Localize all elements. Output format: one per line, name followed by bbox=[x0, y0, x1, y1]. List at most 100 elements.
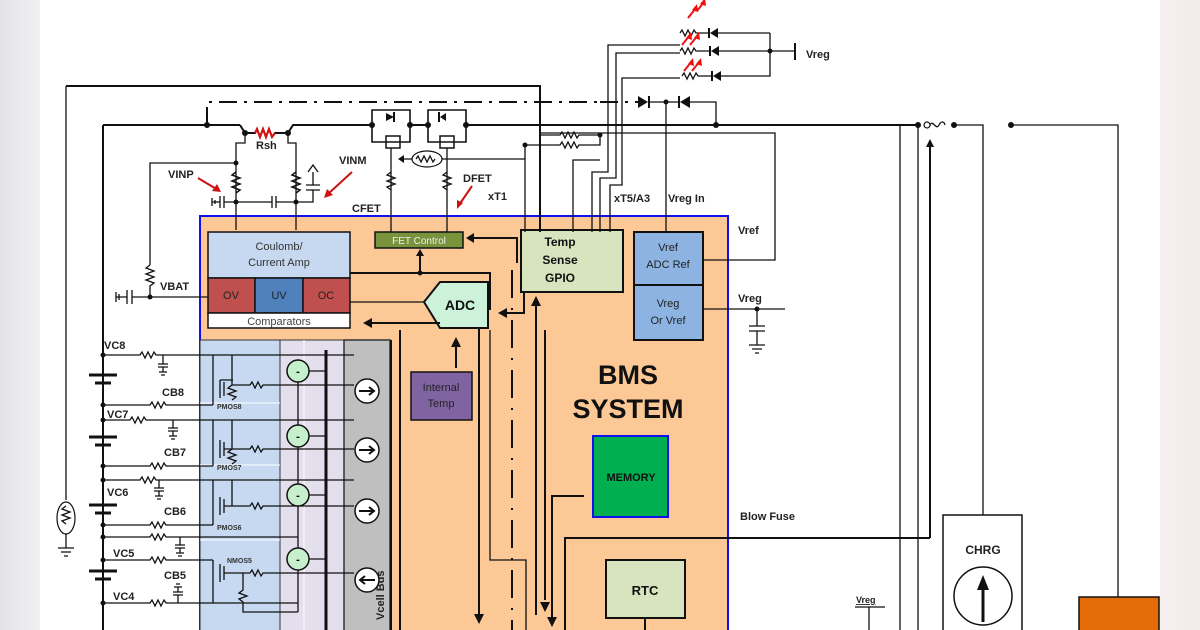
led-1-icon bbox=[679, 28, 770, 38]
junction-dot bbox=[417, 270, 423, 276]
oc-block bbox=[302, 277, 351, 314]
fuse-icon bbox=[929, 121, 946, 128]
vreg-or-vref-label-2: Or Vref bbox=[650, 315, 686, 327]
xt1-label: xT1 bbox=[488, 191, 507, 203]
vinm-arrow-icon bbox=[327, 171, 353, 195]
pmos7-label: PMOS7 bbox=[217, 465, 242, 472]
arrow-left-icon bbox=[466, 233, 474, 243]
junction-dot bbox=[233, 199, 239, 205]
junction-dot bbox=[767, 48, 773, 54]
vinm-cap-icon bbox=[296, 163, 320, 203]
internal-temp-block bbox=[410, 371, 473, 421]
vinp-arrowhead bbox=[212, 184, 221, 192]
battery-cell-icon bbox=[89, 569, 117, 581]
junction-dot bbox=[597, 132, 603, 138]
cb7-label: CB7 bbox=[164, 447, 186, 459]
comparators-label: Comparators bbox=[247, 316, 311, 328]
junction-dot bbox=[663, 99, 669, 105]
vc6-label: VC6 bbox=[107, 487, 128, 499]
battery-cell-icon bbox=[89, 503, 117, 515]
arrow-up-icon bbox=[416, 249, 424, 256]
arrow-down-icon bbox=[547, 617, 557, 627]
dfet-arrow-icon bbox=[458, 185, 473, 206]
led-2-icon bbox=[679, 46, 795, 56]
load-block bbox=[1078, 596, 1160, 630]
fet-thermistor-coil bbox=[415, 154, 436, 164]
vinp-wire bbox=[235, 133, 246, 230]
vreg-top-label: Vreg bbox=[806, 49, 830, 61]
diff-amp-icons: - - - - bbox=[286, 359, 326, 612]
led-emission-arrows-icon bbox=[681, 0, 706, 72]
vref-label: Vref bbox=[738, 225, 759, 237]
arrow-up-icon bbox=[451, 337, 461, 347]
fet-control-block bbox=[374, 231, 464, 249]
filter-cap-ground-icon bbox=[211, 196, 236, 208]
diode-wire-2 bbox=[690, 101, 717, 125]
vinp-resistor-icon bbox=[229, 171, 243, 194]
vinp-label: VINP bbox=[168, 169, 194, 181]
memory-block bbox=[592, 435, 669, 518]
cell-tap-junctions bbox=[100, 352, 106, 606]
ground-icon bbox=[58, 534, 74, 557]
cell-filter-cap-icons bbox=[154, 355, 185, 603]
gpio-to-adc-wire bbox=[506, 292, 525, 314]
svg-text:-: - bbox=[296, 490, 300, 502]
led-3-icon bbox=[681, 33, 771, 81]
arrow-left-icon bbox=[498, 308, 507, 318]
bms-schematic: Vcell Bus Coulomb/ Current Amp OV UV OC … bbox=[40, 0, 1160, 630]
memory-wire bbox=[551, 495, 584, 618]
battery-cell-icon bbox=[89, 373, 117, 385]
vbat-resistor-icon bbox=[144, 264, 156, 297]
comparators-block bbox=[207, 312, 351, 329]
balance-fet-area bbox=[199, 339, 281, 630]
arrow-left-icon bbox=[398, 155, 404, 163]
junction-dot bbox=[713, 122, 719, 128]
arrow-down-icon bbox=[540, 602, 550, 612]
dfet-arrowhead bbox=[457, 200, 463, 209]
battery-cell-icon bbox=[89, 435, 117, 447]
vinm-wire bbox=[287, 133, 297, 230]
vreg-bottom-rail bbox=[855, 606, 885, 630]
fault-signal-wire bbox=[350, 272, 491, 310]
vref-adc-label-2: ADC Ref bbox=[646, 259, 690, 271]
vc8-label: VC8 bbox=[104, 340, 125, 352]
blow-fuse-wire bbox=[564, 537, 900, 630]
vinm-label: VINM bbox=[339, 155, 367, 167]
svg-text:-: - bbox=[296, 366, 300, 378]
cfet-mosfet-icon bbox=[369, 109, 413, 149]
coulomb-label-1: Coulomb/ bbox=[255, 241, 303, 253]
balance-fet-icons bbox=[212, 355, 354, 613]
oc-label: OC bbox=[318, 290, 335, 302]
vref-adc-label-1: Vref bbox=[658, 242, 679, 254]
ov-label: OV bbox=[223, 290, 240, 302]
dfet-gate-resistor-icon bbox=[441, 171, 453, 191]
arrow-left-icon bbox=[363, 318, 372, 328]
filter-cap-icon bbox=[236, 196, 296, 208]
vc4-label: VC4 bbox=[113, 591, 135, 603]
svg-text:-: - bbox=[296, 431, 300, 443]
load-wire bbox=[1011, 124, 1119, 597]
page-margin-left bbox=[0, 0, 40, 630]
cb6-label: CB6 bbox=[164, 506, 186, 518]
rtc-label: RTC bbox=[632, 583, 659, 598]
cell-tap-wires bbox=[103, 350, 354, 608]
temp-sense-label-1: Temp bbox=[544, 235, 575, 249]
arrow-up-icon bbox=[977, 575, 989, 590]
vreg-in-label: Vreg In bbox=[668, 193, 705, 205]
vinm-resistor-icon bbox=[289, 171, 303, 194]
fet-control-label: FET Control bbox=[392, 236, 446, 247]
vref-wire bbox=[540, 132, 776, 261]
schematic-svg: Vcell Bus Coulomb/ Current Amp OV UV OC … bbox=[56, 0, 1160, 630]
pmos8-label: PMOS8 bbox=[217, 404, 242, 411]
diode-2-icon bbox=[678, 96, 690, 108]
temp-sense-gpio-block bbox=[520, 229, 624, 293]
gpio-resistor-1 bbox=[525, 136, 601, 150]
arrow-down-icon bbox=[474, 614, 484, 624]
fet-ctrl-feed bbox=[472, 237, 518, 263]
pack-neg-wire bbox=[66, 85, 541, 232]
diode-1-icon bbox=[638, 96, 650, 108]
coulomb-label-2: Current Amp bbox=[248, 257, 310, 269]
thermistor-coil bbox=[60, 505, 72, 525]
vreg-bottom-label: Vreg bbox=[856, 595, 876, 605]
pmos6-label: PMOS6 bbox=[217, 525, 242, 532]
